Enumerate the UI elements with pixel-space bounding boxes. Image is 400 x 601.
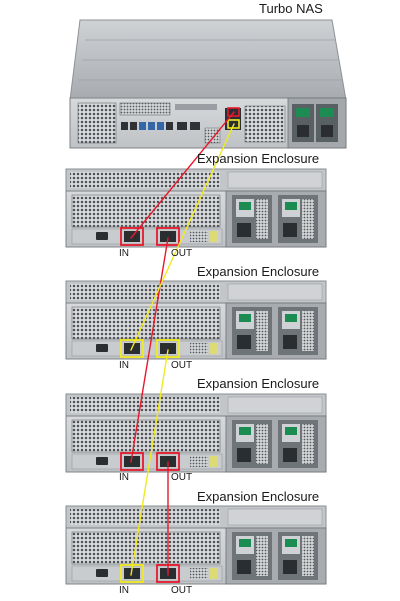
yellow-cable-segment-2: [130, 349, 169, 576]
enclosure-1-in-port: [120, 227, 144, 246]
red-cable-segment-1: [130, 111, 235, 239]
nas-title: Turbo NAS: [259, 1, 323, 16]
enclosure-1: [65, 168, 327, 248]
enclosure-1-top-vent: [70, 172, 220, 188]
enclosure-3-top-vent: [70, 397, 220, 413]
enclosure-1-out-port: [156, 227, 180, 246]
enclosure-1-out-label: OUT: [171, 248, 193, 259]
enclosure-3: [65, 393, 327, 473]
nas-sas-port-yellow: [227, 119, 240, 129]
enclosure-4-title: Expansion Enclosure: [197, 489, 320, 504]
enclosure-4-power-connector: [96, 569, 108, 577]
enclosure-1-in-label: IN: [119, 248, 129, 259]
nas-sas-port-card: [225, 108, 241, 130]
red-cable-segment-2: [130, 237, 169, 463]
enclosure-2-power-connector: [96, 344, 108, 352]
enclosure-1-title: Expansion Enclosure: [197, 151, 320, 166]
enclosure-2-out-label: OUT: [171, 360, 193, 371]
enclosure-4-out-label: OUT: [171, 585, 193, 596]
yellow-cable-segment-1: [130, 123, 235, 351]
enclosure-3-title: Expansion Enclosure: [197, 376, 320, 391]
enclosure-1-power-connector: [96, 232, 108, 240]
enclosure-2-in-port: [120, 339, 144, 358]
enclosure-3-power-connector: [96, 457, 108, 465]
enclosure-3-in-label: IN: [119, 472, 129, 483]
nas-io-ports: [121, 122, 200, 130]
enclosure-4-rear-vent: [71, 531, 221, 565]
enclosure-2-top-vent: [70, 284, 220, 300]
enclosure-2-title: Expansion Enclosure: [197, 264, 320, 279]
nas-sas-port-red: [227, 107, 240, 117]
enclosure-2-in-label: IN: [119, 360, 129, 371]
enclosure-4-in-label: IN: [119, 585, 129, 596]
enclosure-3-rear-vent: [71, 419, 221, 453]
enclosure-4: [65, 505, 327, 585]
enclosure-4-top-vent: [70, 509, 220, 525]
enclosure-2-out-port: [156, 339, 180, 358]
enclosure-2: [65, 280, 327, 360]
cables: [130, 111, 235, 576]
enclosure-2-rear-vent: [71, 306, 221, 340]
nas-vent-left: [77, 102, 117, 144]
enclosure-3-out-label: OUT: [171, 472, 193, 483]
enclosure-1-rear-vent: [71, 194, 221, 228]
turbo-nas-unit: [69, 19, 347, 149]
